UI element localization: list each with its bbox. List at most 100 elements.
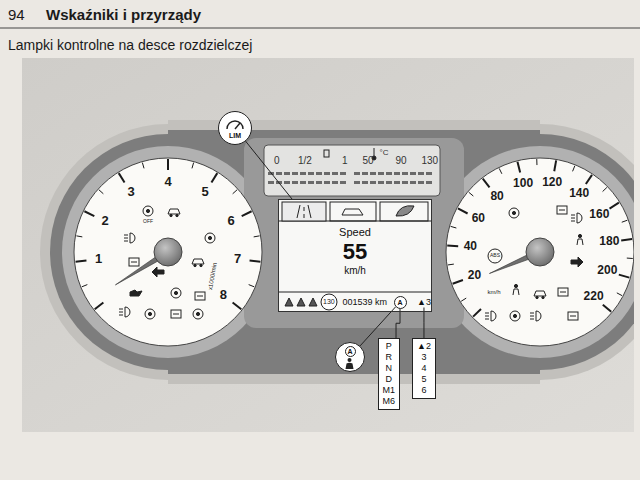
segment [426,172,432,175]
warning-lamp-symbol [129,258,139,266]
scale-tick [242,211,252,216]
rect-shape [558,288,568,296]
speed-scale-number: 80 [490,190,503,204]
tab [380,202,428,221]
segment [410,172,416,175]
warning-lamp-symbol [130,290,142,296]
warning-lamp-symbol [171,288,181,298]
segment [402,181,408,184]
tab [330,202,376,221]
scale-tick [249,285,255,287]
gauge-scale-label: °C [380,148,389,157]
circle-shape [205,233,215,243]
segment [284,181,290,184]
path-shape [152,267,164,277]
label-slot: 7 [234,252,241,267]
rpm-scale-number: 5 [202,185,209,200]
tab [282,202,326,221]
scale-tick [536,159,537,165]
circle-shape [542,296,544,298]
scale-tick [610,203,619,209]
road-icon [308,205,311,218]
warning-lamp-symbol [530,311,541,321]
assist-icon [285,298,293,306]
scale-tick [76,261,87,262]
scale-tick [142,163,144,169]
segment [386,181,392,184]
path-shape [192,259,204,264]
circle-shape [578,234,581,237]
leader-line [396,309,400,339]
label-slot: 90 [396,155,407,167]
segment [410,181,416,184]
label-slot: 120 [542,176,562,190]
warning-lamp-symbol [577,234,583,245]
rpm-scale-number: 8 [220,288,227,303]
warning-lamp-symbol [168,209,180,217]
scale-tick [586,175,592,184]
segment [402,172,408,175]
node-text: D [383,374,396,385]
leader-line [423,308,424,339]
scale-tick [233,302,242,309]
label-slot: 40 [464,240,477,254]
display-details [279,148,431,310]
warning-lamps [119,206,583,321]
circle-shape [170,214,172,216]
gauge-scale-label: 1 [342,155,348,167]
gauge-needle [235,123,240,129]
scale-tick [192,163,194,169]
label-slot: °C [380,148,389,157]
warning-lamp-symbol [571,257,583,267]
path-shape [168,209,180,214]
tachometer-scale [76,159,261,309]
rect-shape [129,258,139,266]
rpm-scale-number: 2 [102,214,109,229]
path-shape [130,233,135,243]
path-shape [491,311,496,321]
path-shape [513,289,519,295]
circle-shape [196,312,199,315]
node-text: 5 [417,374,431,385]
label-slot: 5 [202,185,209,200]
node-text: M6 [383,396,396,407]
circle-shape [514,284,517,287]
rpm-scale-number: 3 [127,185,134,200]
segment [354,181,360,184]
label-slot: km/h [488,289,501,296]
circle-shape [171,288,181,298]
scale-tick [483,179,490,188]
segment [370,181,376,184]
segment [418,172,424,175]
outer-rim [40,120,634,384]
rect-shape [568,312,578,320]
road-icon [304,214,305,218]
scale-tick [458,208,468,213]
assist-icon [309,298,317,306]
warning-lamp-symbol [143,206,153,216]
warning-lamp-symbol [171,310,181,318]
segment [362,181,368,184]
segment [340,172,346,175]
scale-tick [619,275,630,278]
segment [394,172,400,175]
label-slot: 4 [165,175,172,190]
segment [354,172,360,175]
label-slot: 50 [363,155,374,167]
scale-tick [627,258,633,259]
node-text: P [383,341,396,352]
temperature-icon [374,148,375,156]
node-text: LIM [219,131,251,140]
speedometer-dial [446,158,634,346]
label-slot: 3 [127,185,134,200]
node-text: ▲3 [417,297,431,308]
header-rule [0,28,640,29]
segment [308,172,314,175]
scale-tick [499,168,502,173]
scale-tick [603,187,607,191]
warning-lamp-symbol [557,206,567,214]
scale-tick [82,285,88,287]
scale-tick [617,293,622,296]
cluster-housing [40,120,634,384]
scale-tick [233,190,237,194]
